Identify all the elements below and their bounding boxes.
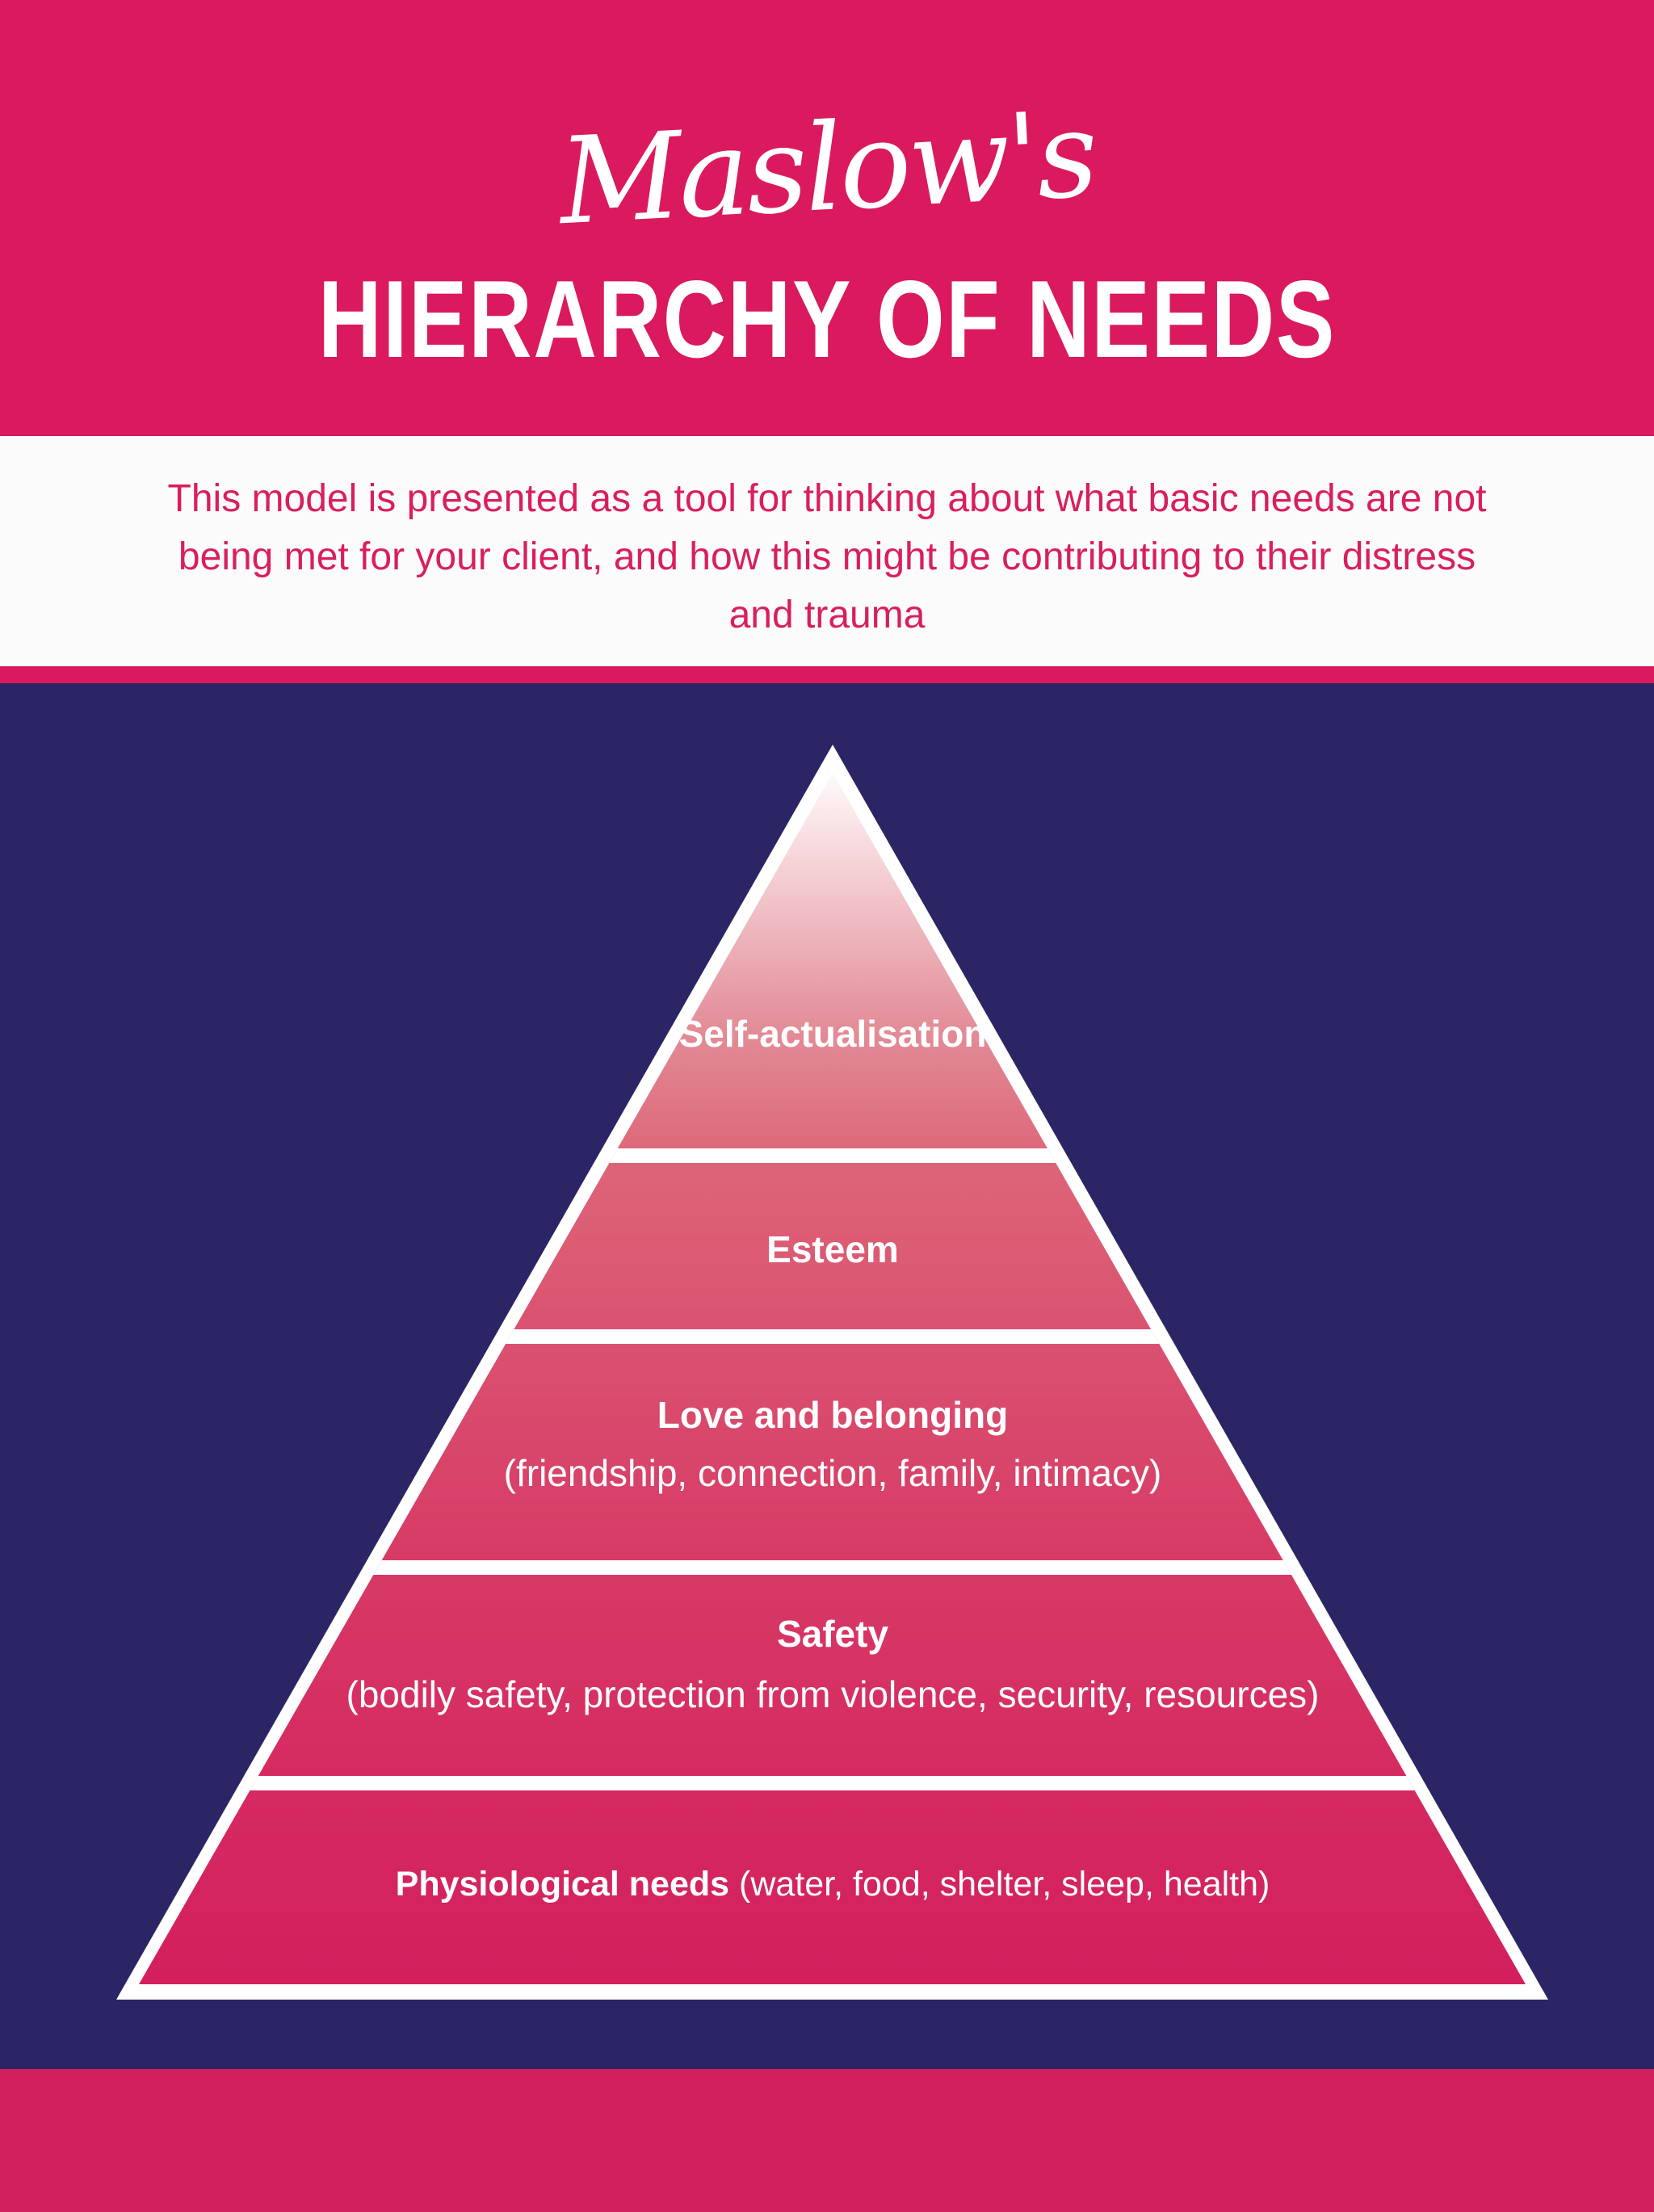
- pyramid-section: Self-actualisation Esteem Love and belon…: [0, 683, 1654, 2069]
- intro-line-2: being met for your client, and how this …: [178, 535, 1476, 578]
- page-title: HIERARCHY OF NEEDS: [317, 258, 1337, 380]
- pyramid-divider-3: [139, 1560, 1526, 1575]
- accent-strip: [0, 666, 1654, 683]
- intro-line-1: This model is presented as a tool for th…: [167, 476, 1487, 520]
- level-subtitle-safety: (bodily safety, protection from violence…: [346, 1673, 1320, 1715]
- pyramid-divider-4: [139, 1776, 1526, 1790]
- level-label-esteem: Esteem: [766, 1228, 899, 1270]
- level-title-love-and-belonging: Love and belonging: [657, 1394, 1009, 1436]
- level-subtitle-physiological-needs: (water, food, shelter, sleep, health): [739, 1865, 1270, 1903]
- footer-band: [0, 2069, 1654, 2212]
- level-label-self-actualisation: Self-actualisation: [678, 1013, 987, 1055]
- level-subtitle-love-and-belonging: (friendship, connection, family, intimac…: [503, 1452, 1162, 1494]
- level-label-physiological-needs: Physiological needs (water, food, shelte…: [11, 1862, 1654, 1907]
- intro-band: This model is presented as a tool for th…: [0, 436, 1654, 666]
- header-band: Maslow's HIERARCHY OF NEEDS: [0, 0, 1654, 436]
- level-title-safety: Safety: [776, 1613, 889, 1655]
- pyramid-divider-1: [139, 1148, 1526, 1163]
- level-title-physiological-needs: Physiological needs: [395, 1865, 730, 1903]
- pyramid-divider-2: [139, 1329, 1526, 1344]
- intro-line-3: and trauma: [728, 593, 926, 636]
